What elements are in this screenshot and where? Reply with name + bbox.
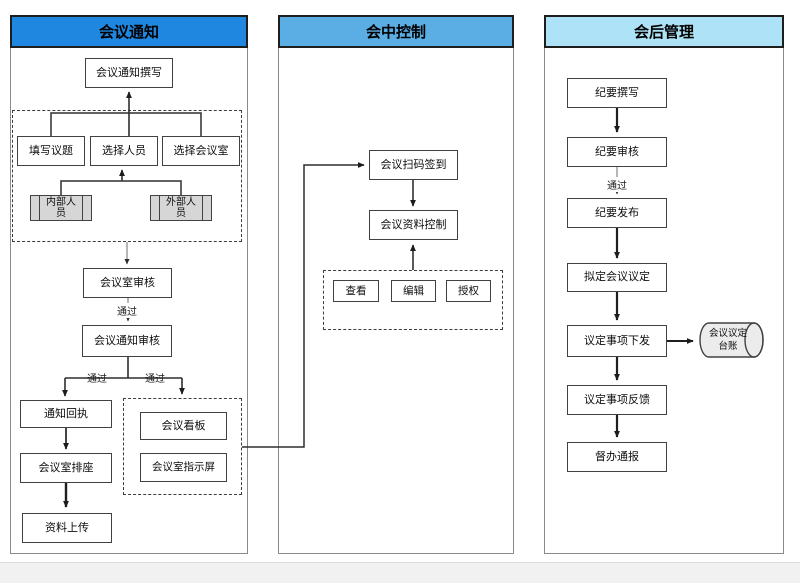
box-dispatch-items: 议定事项下发 [567,325,667,357]
lane-header-post-meeting: 会后管理 [544,15,784,48]
ledger-cylinder-label: 会议议定台账 [708,328,747,352]
group-notice-compose-inputs [12,110,242,242]
pp-bar-right [201,195,203,221]
box-select-room: 选择会议室 [162,136,240,166]
box-notice-review: 会议通知审核 [82,325,172,357]
box-meeting-board: 会议看板 [140,412,227,440]
box-internal-people: 内部人员 [30,195,92,221]
lane-header-meeting-notice: 会议通知 [10,15,248,48]
box-supervision-report: 督办通报 [567,442,667,472]
box-room-screen: 会议室指示屏 [140,453,227,482]
box-minutes-draft: 纪要撰写 [567,78,667,108]
pp-bar-left [159,195,161,221]
lane-header-in-meeting-control: 会中控制 [278,15,514,48]
box-scan-checkin: 会议扫码签到 [369,150,458,180]
box-items-feedback: 议定事项反馈 [567,385,667,415]
box-notice-draft: 会议通知撰写 [85,58,173,88]
box-authorize: 授权 [446,280,491,302]
label-pass-right: 通过 [145,374,165,385]
box-minutes-review: 纪要审核 [567,137,667,167]
pp-bar-right [81,195,83,221]
box-notice-receipt: 通知回执 [20,400,112,428]
internal-people-label: 内部人员 [46,196,76,219]
external-people-label: 外部人员 [166,196,196,219]
box-view: 查看 [333,280,379,302]
box-room-seating: 会议室排座 [20,453,112,483]
group-display-devices [123,398,242,495]
box-minutes-publish: 纪要发布 [567,198,667,228]
box-material-upload: 资料上传 [22,513,112,543]
box-room-review: 会议室审核 [83,268,172,298]
box-draft-resolution: 拟定会议议定 [567,263,667,292]
box-material-control: 会议资料控制 [369,210,458,240]
box-fill-topic: 填写议题 [17,136,85,166]
label-pass-minutes: 通过 [603,177,631,192]
box-select-people: 选择人员 [90,136,158,166]
box-edit: 编辑 [391,280,436,302]
label-pass-room-review: 通过 [113,303,141,318]
pp-bar-left [39,195,41,221]
box-external-people: 外部人员 [150,195,212,221]
label-pass-left: 通过 [87,374,107,385]
